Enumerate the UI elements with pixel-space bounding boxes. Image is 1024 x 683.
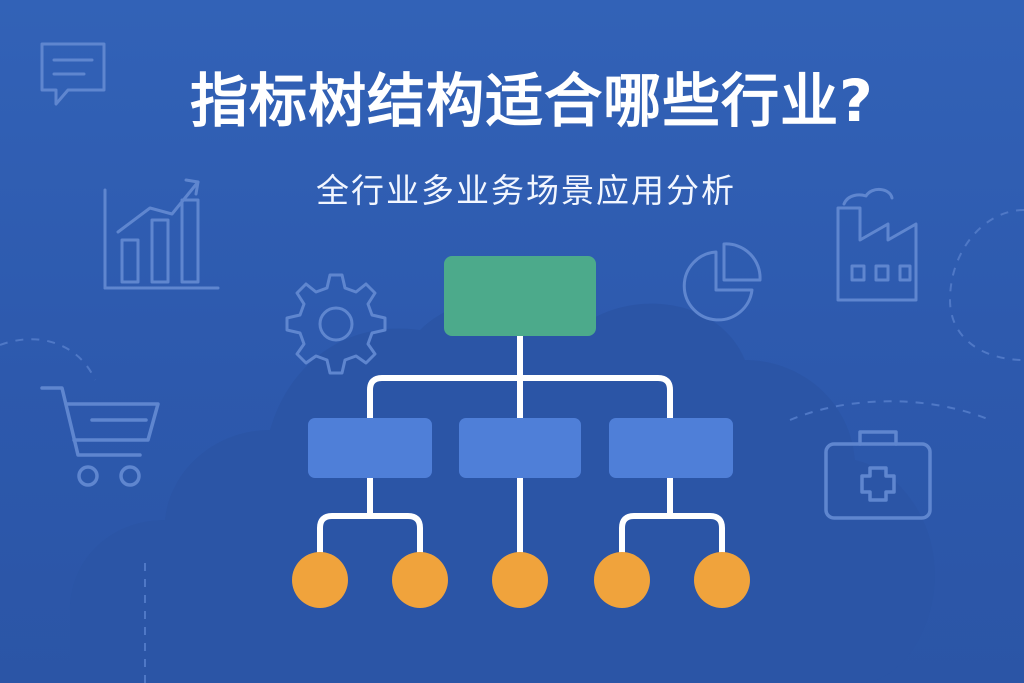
root-node bbox=[444, 256, 596, 336]
connector-mid-bus bbox=[367, 375, 673, 421]
factory-icon bbox=[836, 188, 918, 302]
bar-chart-icon bbox=[103, 178, 220, 290]
mid-node-left bbox=[308, 418, 432, 478]
mid-node-right bbox=[609, 418, 733, 478]
dashed-arc-left bbox=[0, 338, 96, 381]
leaf-node bbox=[392, 552, 448, 608]
cart-icon bbox=[40, 386, 160, 487]
leaf-node bbox=[292, 552, 348, 608]
page-subtitle: 全行业多业务场景应用分析 bbox=[316, 171, 736, 210]
connector-right-bus bbox=[619, 513, 725, 558]
dashed-arc-right bbox=[948, 209, 1024, 361]
mid-node-center bbox=[459, 418, 581, 478]
connector-left-bus bbox=[317, 513, 423, 558]
pie-chart-icon bbox=[682, 242, 762, 322]
chat-icon bbox=[40, 42, 106, 106]
page-title: 指标树结构适合哪些行业? bbox=[190, 67, 874, 135]
leaf-node bbox=[694, 552, 750, 608]
leaf-node bbox=[594, 552, 650, 608]
gear-icon bbox=[285, 273, 387, 375]
medical-kit-icon bbox=[824, 430, 932, 520]
dashed-arc-right-low bbox=[789, 400, 991, 421]
tree-connectors bbox=[317, 333, 725, 558]
leaf-node bbox=[492, 552, 548, 608]
